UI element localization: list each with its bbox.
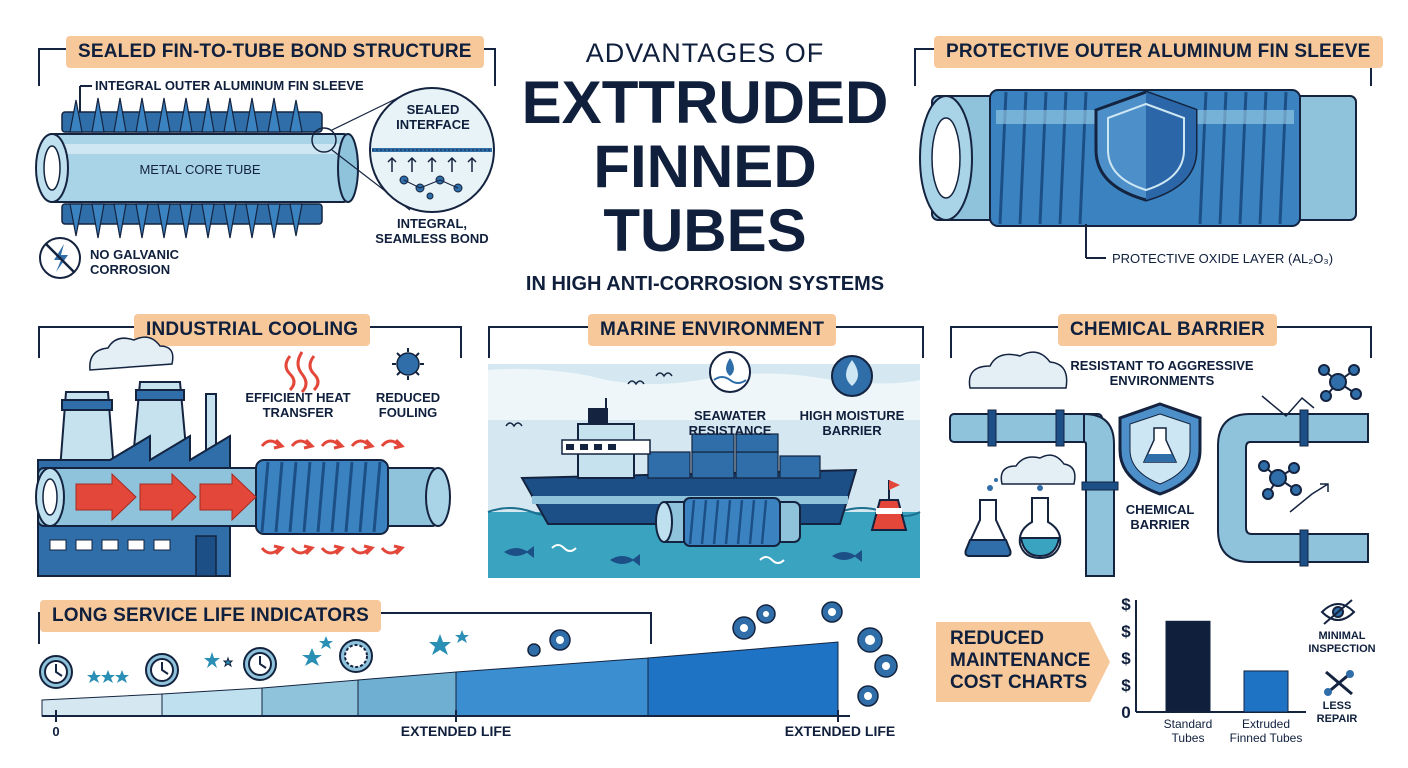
galvanic-label: NO GALVANIC CORROSION [90,247,180,277]
heat-transfer-label: EFFICIENT HEAT TRANSFER [245,390,351,420]
chemical-barrier-label: CHEMICAL BARRIER [1125,502,1195,532]
y-tick-label: 0 [1121,703,1130,722]
title-line3: FINNED TUBES [593,133,817,264]
extended-life-label-2: EXTENDED LIFE [784,723,896,739]
axis-start-label: 0 [52,724,60,739]
seawater-label: SEAWATER RESISTANCE [688,408,772,438]
fin-sleeve-label: INTEGRAL OUTER ALUMINUM FIN SLEEVE [95,78,364,93]
category-label: Finned Tubes [1230,731,1303,745]
aggressive-env-label: RESISTANT TO AGGRESSIVE ENVIRONMENTS [1070,358,1254,388]
sealed-bond-heading: SEALED FIN-TO-TUBE BOND STRUCTURE [66,36,484,68]
industrial-heading: INDUSTRIAL COOLING [134,314,371,346]
y-tick-label: $ [1121,622,1131,641]
category-label: Tubes [1172,731,1205,745]
industrial-illustration [35,336,451,577]
moisture-label: HIGH MOISTURE BARRIER [799,408,905,438]
marine-heading: MARINE ENVIRONMENT [588,314,837,346]
core-tube-label: METAL CORE TUBE [139,162,261,177]
title-line1: ADVANTAGES OF [585,38,825,68]
sealed-bond-illustration [35,85,495,279]
chemical-heading: CHEMICAL BARRIER [1058,314,1277,346]
y-tick-label: $ [1121,676,1131,695]
seamless-bond-label: INTEGRAL, SEAMLESS BOND [375,216,489,246]
less-repair-label: LESS REPAIR [1316,700,1358,725]
protective-heading: PROTECTIVE OUTER ALUMINUM FIN SLEEVE [934,36,1383,68]
protective-tube-illustration [919,89,1357,259]
reduced-fouling-label: REDUCED FOULING [375,390,441,420]
bar [1165,620,1211,713]
minimal-inspection-label: MINIMAL INSPECTION [1308,630,1376,655]
category-label: Standard [1164,717,1213,731]
service-life-heading: LONG SERVICE LIFE INDICATORS [40,600,382,632]
title-block: ADVANTAGES OF EXTTRUDED FINNED TUBES IN … [490,38,920,296]
y-tick-label: $ [1121,595,1131,614]
chemical-illustration [949,351,1369,577]
y-tick-label: $ [1121,649,1131,668]
marine-illustration [487,351,921,578]
extended-life-label-1: EXTENDED LIFE [400,723,512,739]
maintenance-heading: REDUCED MAINTENANCE COST CHARTS [950,628,1091,693]
bar [1243,670,1289,713]
title-line2: EXTTRUDED [521,69,889,136]
service-life-illustration [39,601,898,722]
title-line4: IN HIGH ANTI-CORROSION SYSTEMS [525,273,885,295]
oxide-layer-label: PROTECTIVE OXIDE LAYER (Al₂O₃) [1112,251,1334,266]
category-label: Extruded [1242,717,1290,731]
sealed-interface-label: SEALED INTERFACE [396,102,470,132]
